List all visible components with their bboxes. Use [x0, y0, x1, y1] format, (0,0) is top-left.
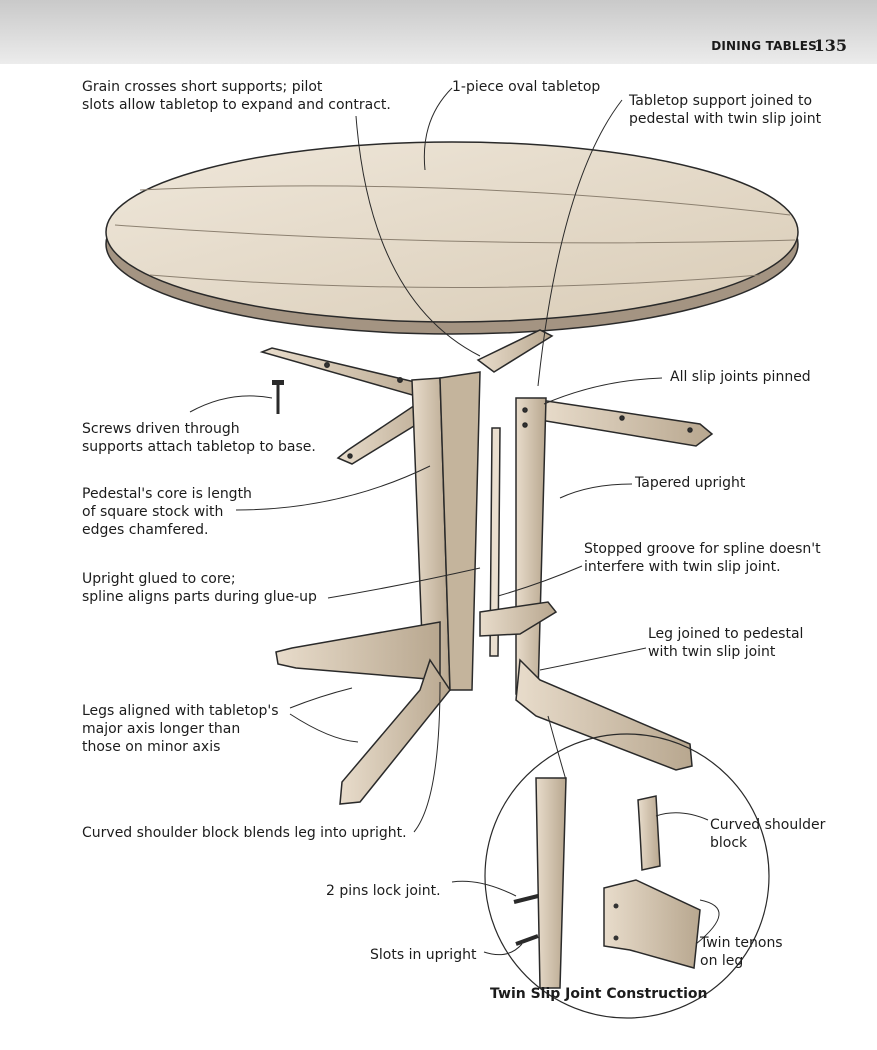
callout-screws: Screws driven through supports attach ta… [82, 421, 316, 455]
callout-pedestal-core: Pedestal's core is length of square stoc… [82, 486, 252, 538]
legs [275, 601, 693, 805]
pedestal-core [411, 371, 501, 691]
oval-tabletop [105, 141, 799, 335]
tabletop-supports [259, 329, 714, 465]
callout-curved-shoulder-block: Curved shoulder block [710, 817, 826, 851]
callout-legs-aligned: Legs aligned with tabletop's major axis … [82, 703, 279, 755]
callout-curved-shoulder-blends: Curved shoulder block blends leg into up… [82, 825, 407, 841]
section-title: DINING TABLES [711, 39, 817, 53]
callout-grain: Grain crosses short supports; pilot slot… [82, 79, 391, 113]
callout-stopped-groove: Stopped groove for spline doesn't interf… [584, 541, 821, 575]
callout-support-joint: Tabletop support joined to pedestal with… [629, 93, 822, 127]
screw [272, 380, 284, 414]
callout-twin-tenons: Twin tenons on leg [700, 935, 783, 969]
callout-slip-joints-pinned: All slip joints pinned [670, 369, 811, 385]
page-header-band [0, 0, 877, 64]
callout-pins: 2 pins lock joint. [326, 883, 441, 899]
callout-tapered-upright: Tapered upright [635, 475, 746, 491]
page-number: 135 [813, 36, 847, 55]
detail-circle [484, 733, 770, 1019]
callout-leg-joined: Leg joined to pedestal with twin slip jo… [648, 626, 804, 660]
callout-oval-tabletop: 1-piece oval tabletop [452, 79, 601, 95]
callout-upright-glued: Upright glued to core; spline aligns par… [82, 571, 317, 605]
leader-lines [189, 87, 720, 956]
callout-slots: Slots in upright [370, 947, 477, 963]
detail-caption: Twin Slip Joint Construction [490, 986, 708, 1002]
tapered-upright [515, 397, 547, 695]
